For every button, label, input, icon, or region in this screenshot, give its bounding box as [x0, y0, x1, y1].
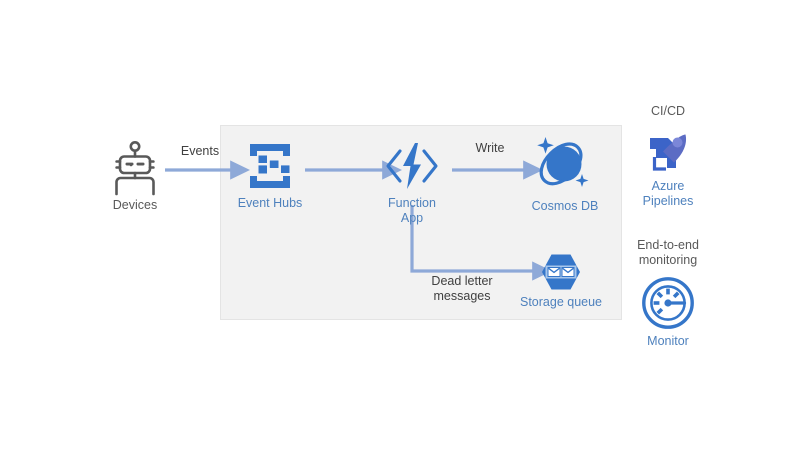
- node-event-hubs: Event Hubs: [210, 140, 330, 211]
- caption-cicd: CI/CD: [650, 104, 686, 118]
- node-azure-monitor: Monitor: [608, 276, 728, 349]
- storage-queue-icon: [540, 253, 582, 291]
- node-label-function-app: Function App: [388, 196, 436, 225]
- azure-monitor-icon: [641, 276, 695, 330]
- node-devices: Devices: [75, 138, 195, 213]
- edge-label-events: Events: [180, 144, 220, 158]
- edge-label-dead-letter-messages: Dead letter messages: [431, 274, 493, 303]
- caption-end-to-end-monitoring: End-to-end monitoring: [637, 238, 699, 267]
- azure-pipelines-icon: [646, 131, 690, 175]
- edge-label-write: Write: [475, 141, 505, 155]
- node-azure-pipelines: Azure Pipelines: [608, 131, 728, 209]
- function-app-icon: [385, 140, 439, 192]
- node-function-app: Function App: [352, 140, 472, 226]
- node-label-cosmos-db: Cosmos DB: [531, 199, 599, 213]
- node-label-event-hubs: Event Hubs: [237, 196, 303, 210]
- node-storage-queue: Storage queue: [501, 253, 621, 310]
- cosmos-db-icon: [533, 133, 597, 195]
- node-label-monitor: Monitor: [647, 334, 689, 348]
- node-cosmos-db: Cosmos DB: [505, 133, 625, 214]
- node-label-devices: Devices: [112, 198, 158, 212]
- robot-icon: [107, 138, 163, 196]
- node-label-azure-pipelines: Azure Pipelines: [642, 179, 694, 208]
- event-hubs-icon: [244, 140, 296, 192]
- node-label-storage-queue: Storage queue: [519, 295, 602, 309]
